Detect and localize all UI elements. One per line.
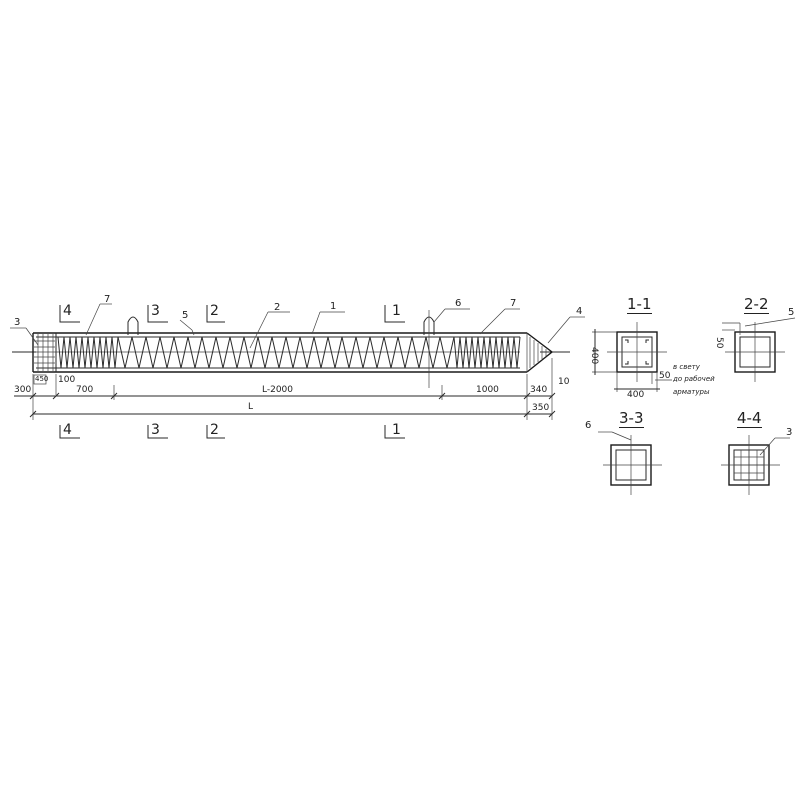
tip-spiral [529,337,547,368]
section-2-2 [722,317,796,382]
section-marks-top [59,305,405,323]
dim-450: 450 [35,375,49,383]
section-1-1-note-line1: в свету [673,363,700,371]
dim-L: L [248,402,254,412]
dim-100: 100 [58,375,76,385]
lifting-loop-left [127,316,139,335]
section-mark-top-2: 2 [210,303,219,319]
section-1-1-height-dim: 400 [589,347,599,365]
section-mark-top-4: 4 [63,303,72,319]
section-4-4-title: 4-4 [737,409,762,428]
callout-leaders [10,303,585,349]
section-mark-bottom-3: 3 [151,422,160,438]
head-mesh-grid [34,333,57,372]
dim-10: 10 [558,377,570,387]
section-mark-bottom-1: 1 [392,422,401,438]
pile-elevation [10,303,585,439]
section-1-1-note-line2: до рабочей [673,375,715,383]
callout-4-label: 4 [576,306,583,317]
dim-1000: 1000 [476,385,499,395]
section-mark-bottom-4: 4 [63,422,72,438]
section-1-1-cover-dim: 50 [659,371,671,381]
sparse-spiral-middle [117,336,455,369]
section-4-4 [721,435,790,495]
section-3-3-title: 3-3 [619,409,644,428]
callout-7-left-label: 7 [104,294,111,305]
section-1-1 [592,322,672,392]
callout-3-label: 3 [14,317,21,328]
dense-spiral-left [57,336,119,369]
callout-1-label: 1 [330,301,337,312]
section-3-3 [598,431,662,495]
section-mark-top-1: 1 [392,303,401,319]
section-1-1-title: 1-1 [627,295,652,314]
dim-300: 300 [14,385,32,395]
section-1-1-note-line3: арматуры [673,388,710,396]
dim-700: 700 [76,385,94,395]
section-marks-bottom [59,425,405,439]
dim-350: 350 [532,403,550,413]
section-4-4-callout: 3 [786,427,793,438]
section-3-3-callout: 6 [585,420,592,431]
section-2-2-callout: 5 [788,307,795,318]
dim-L-2000: L-2000 [262,385,294,395]
dense-spiral-right [453,336,521,369]
section-mark-bottom-2: 2 [210,422,219,438]
callout-6-label: 6 [455,298,462,309]
section-mark-top-3: 3 [151,303,160,319]
section-1-1-width-dim: 400 [627,390,645,400]
dimension-lines [14,358,556,420]
callout-2-label: 2 [274,302,281,313]
callout-7-right-label: 7 [510,298,517,309]
callout-5-label: 5 [182,310,189,321]
dim-340: 340 [530,385,548,395]
section-2-2-title: 2-2 [744,295,769,314]
section-2-2-cover-dim: 50 [714,337,724,349]
